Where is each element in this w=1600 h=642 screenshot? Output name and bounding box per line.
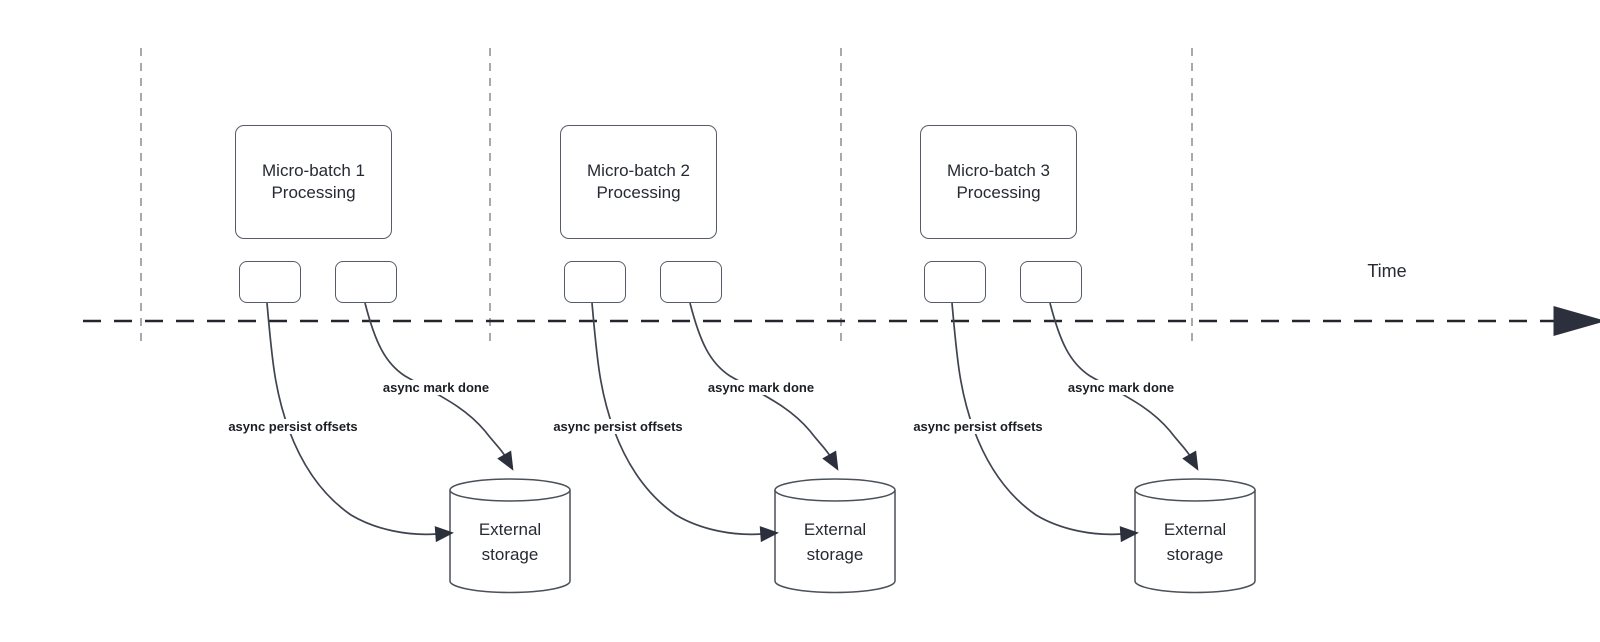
async-task-box-persist: [239, 261, 301, 303]
storage-cylinder-body: [1134, 490, 1256, 594]
external-storage-label-line1: External: [1163, 520, 1227, 539]
external-storage-label-line1: External: [803, 520, 867, 539]
processing-box-title-line1: Micro-batch 2: [587, 161, 690, 180]
external-storage-label-line1: External: [478, 520, 542, 539]
storage-cylinder-top: [1134, 478, 1256, 502]
mark-done-arrow-label: async mark done: [1064, 380, 1178, 395]
processing-box: Micro-batch 3 Processing: [920, 125, 1077, 239]
persist-offsets-arrow: [951, 302, 1139, 543]
external-storage-label-line2: storage: [806, 545, 864, 564]
persist-offsets-arrow-label: async persist offsets: [550, 419, 686, 434]
external-storage-label: External storage: [1164, 517, 1226, 567]
persist-offsets-arrow-label: async persist offsets: [910, 419, 1046, 434]
external-storage-label-line2: storage: [481, 545, 539, 564]
processing-box-title-line1: Micro-batch 1: [262, 161, 365, 180]
async-task-box-done: [1020, 261, 1082, 303]
processing-box: Micro-batch 2 Processing: [560, 125, 717, 239]
mark-done-arrow: [689, 302, 839, 471]
async-task-box-done: [660, 261, 722, 303]
storage-cylinder-body: [774, 490, 896, 594]
storage-cylinder-body: [449, 490, 571, 594]
section-2-connectors: [591, 302, 896, 594]
mark-done-arrow-label: async mark done: [379, 380, 493, 395]
storage-cylinder-top: [774, 478, 896, 502]
processing-box-title-line2: Processing: [956, 183, 1041, 202]
mark-done-arrow: [1049, 302, 1199, 471]
storage-cylinder-top: [449, 478, 571, 502]
external-storage-label: External storage: [479, 517, 541, 567]
async-task-box-persist: [564, 261, 626, 303]
time-axis-label: Time: [1367, 261, 1407, 281]
mark-done-arrow: [364, 302, 514, 471]
section-3-connectors: [951, 302, 1256, 594]
external-storage-label: External storage: [804, 517, 866, 567]
persist-offsets-arrow: [591, 302, 779, 543]
external-storage-label-line2: storage: [1166, 545, 1224, 564]
processing-box-title-line1: Micro-batch 3: [947, 161, 1050, 180]
processing-box-title-line2: Processing: [596, 183, 681, 202]
processing-box: Micro-batch 1 Processing: [235, 125, 392, 239]
persist-offsets-arrow: [266, 302, 454, 543]
processing-box-title-line2: Processing: [271, 183, 356, 202]
async-task-box-done: [335, 261, 397, 303]
section-1-connectors: [266, 302, 571, 594]
persist-offsets-arrow-label: async persist offsets: [225, 419, 361, 434]
async-task-box-persist: [924, 261, 986, 303]
mark-done-arrow-label: async mark done: [704, 380, 818, 395]
